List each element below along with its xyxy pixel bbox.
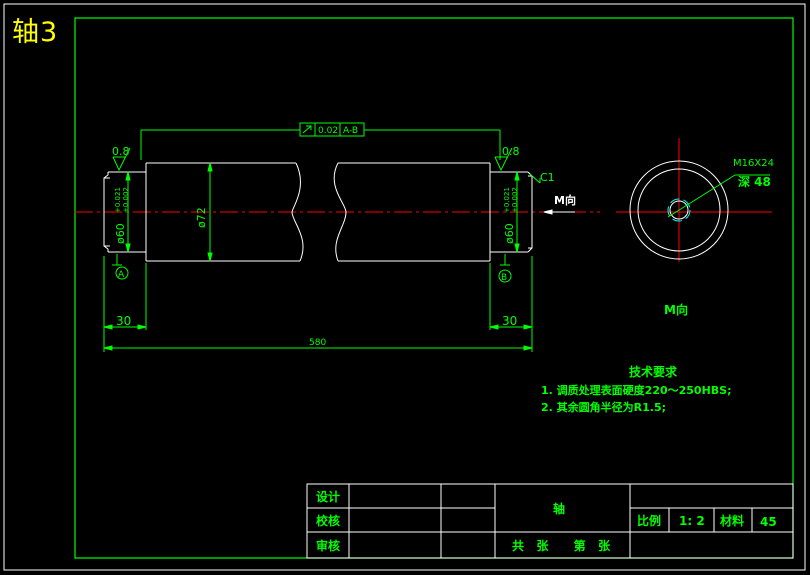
length-dimensions [103,256,533,352]
dia-right-dimension [514,171,520,253]
runout-frame [299,122,365,137]
thread-label: M16X24 [733,158,774,169]
datum-a-symbol [112,254,129,280]
view-arrow [543,209,575,215]
dim-left-journal: 30 [116,314,131,328]
roughness-left-icon [112,147,131,172]
shaft-body-right [333,162,491,262]
drawing-heading: 轴3 [12,17,59,48]
scale-label: 比例 [637,513,661,528]
dia-left-label: ø60 [114,223,127,244]
check-label: 校核 [316,513,340,528]
runout-value: 0.02 [318,126,338,136]
dim-right-journal: 30 [502,314,517,328]
shaft-body-left [146,162,304,262]
tol-left-upper: +0.021 [114,187,122,213]
runout-arrow-icon [302,125,312,134]
depth-label: 深 48 [738,174,771,189]
runout-datum: A-B [343,126,358,136]
dia-main-label: ø72 [195,207,208,228]
roughness-right-value: 0.8 [502,145,520,158]
dia-right-label: ø60 [503,223,516,244]
dia-left-dimension [125,171,131,253]
end-view-label: M向 [664,302,688,317]
left-journal [103,163,147,261]
view-arrow-label: M向 [554,193,576,207]
sheet-count: 共 张 第 张 [512,538,611,553]
review-label: 审核 [316,538,340,553]
roughness-left-value: 0.8 [112,145,130,158]
datum-b-label: B [501,273,507,283]
roughness-right-icon [494,147,513,172]
datum-b-symbol [498,254,512,283]
dia-main-dimension [207,162,213,262]
title-block [306,483,794,559]
chamfer-leader [529,173,541,184]
chamfer-label: C1 [540,171,555,184]
tech-req-title: 技术要求 [629,364,678,379]
tol-right-upper: +0.021 [503,187,511,213]
tech-req-item-2: 2. 其余圆角半径为R1.5; [541,400,666,414]
material-value: 45 [760,515,777,529]
design-label: 设计 [316,489,340,504]
tol-right-lower: +0.002 [511,187,519,213]
tol-left-lower: +0.002 [122,187,130,213]
scale-value: 1: 2 [679,514,705,528]
tech-req-item-1: 1. 调质处理表面硬度220～250HBS; [541,383,732,397]
outer-frame [3,3,806,571]
datum-a-label: A [118,270,125,280]
runout-leader [140,129,501,160]
end-view [616,138,772,262]
material-label: 材料 [719,513,744,528]
part-name: 轴 [553,501,565,516]
dim-total: 580 [309,338,326,348]
inner-frame [74,17,794,559]
